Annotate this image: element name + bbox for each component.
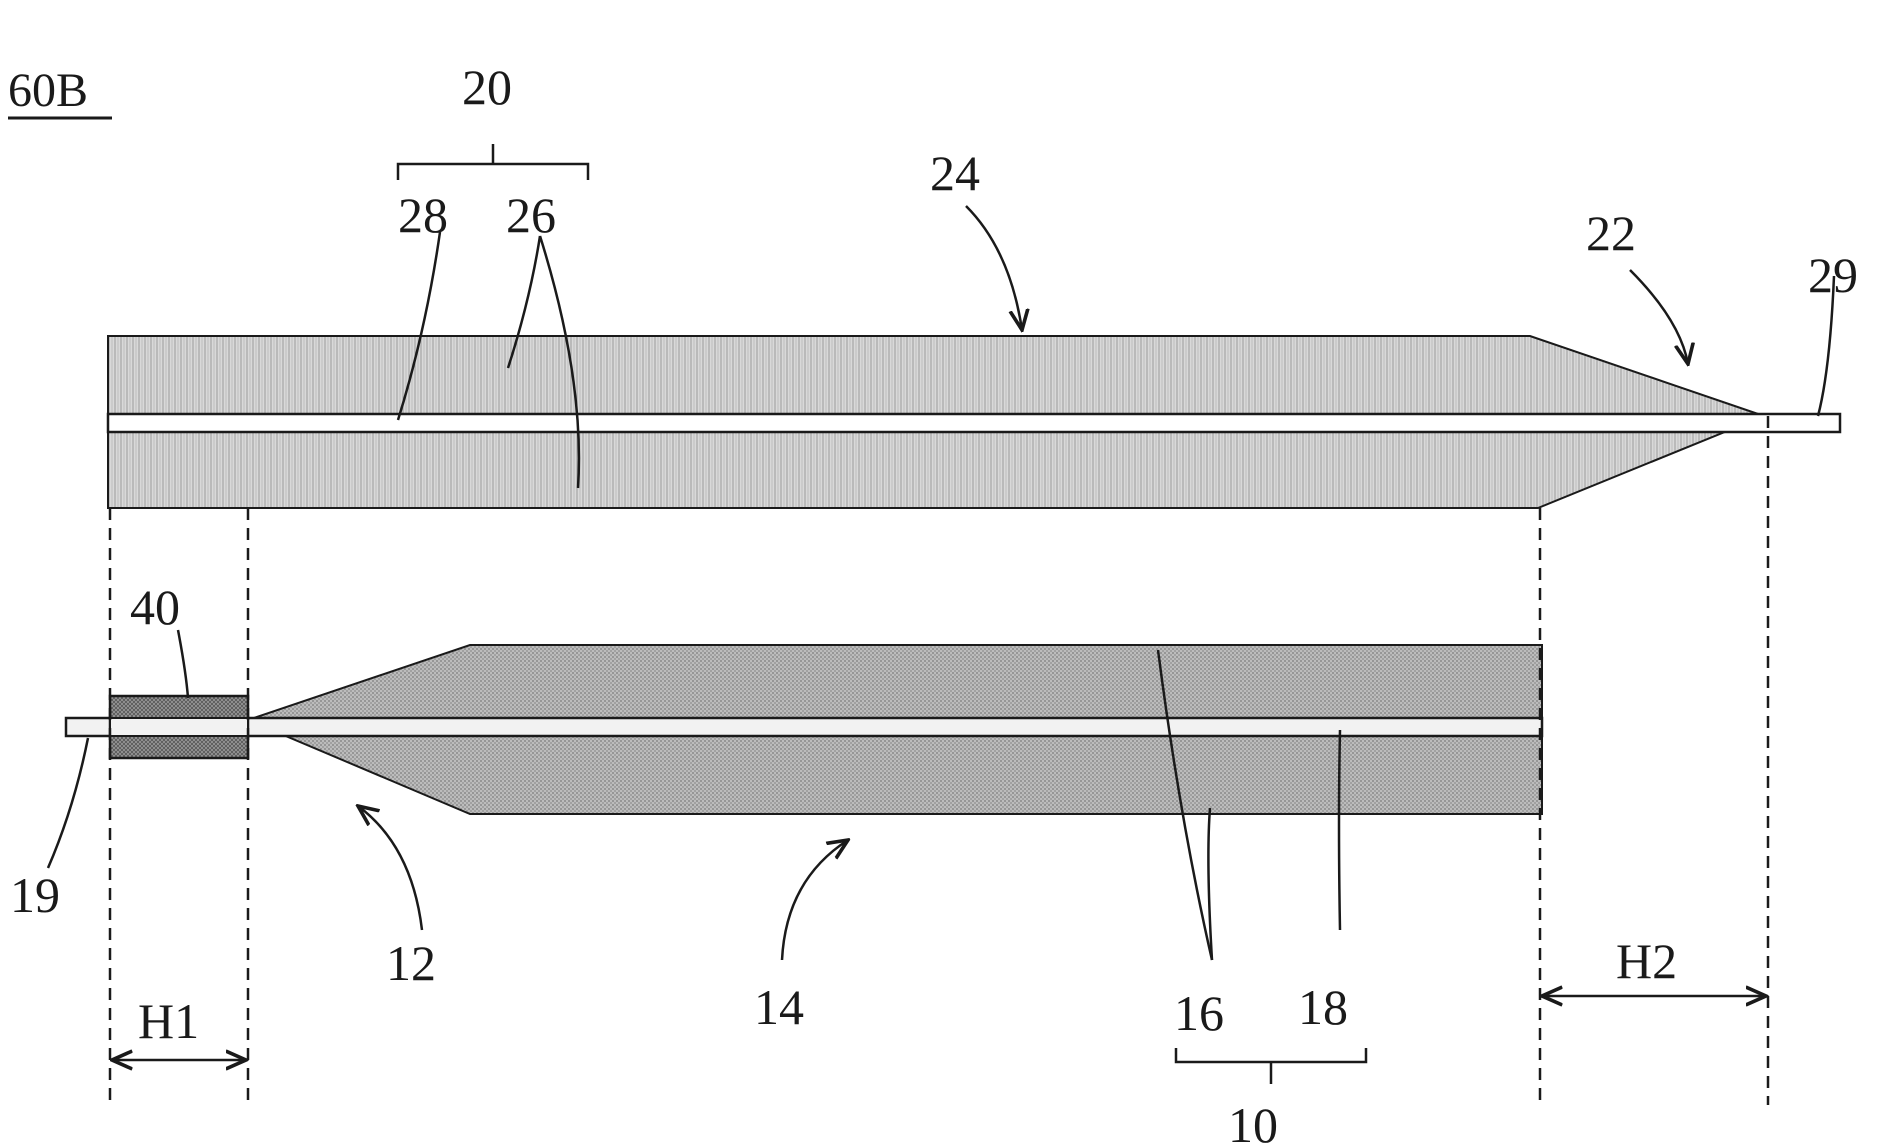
leader-18 bbox=[1339, 730, 1340, 930]
upper-core-wire-28 bbox=[108, 414, 1840, 432]
sleeve-gap bbox=[110, 718, 248, 736]
label-26: 26 bbox=[506, 187, 556, 243]
label-h2: H2 bbox=[1616, 933, 1677, 989]
label-28: 28 bbox=[398, 187, 448, 243]
label-22: 22 bbox=[1586, 205, 1636, 261]
lower-component bbox=[66, 645, 1542, 814]
lower-core-wire-18 bbox=[66, 718, 1542, 736]
brace-20 bbox=[398, 144, 588, 180]
label-16: 16 bbox=[1174, 985, 1224, 1041]
label-h1: H1 bbox=[138, 993, 199, 1049]
leader-40 bbox=[178, 630, 188, 698]
brace-10 bbox=[1176, 1048, 1366, 1084]
leader-lines bbox=[48, 206, 1834, 960]
label-20: 20 bbox=[462, 59, 512, 115]
upper-component bbox=[108, 336, 1840, 508]
label-29: 29 bbox=[1808, 247, 1858, 303]
leader-19 bbox=[48, 738, 88, 868]
figure-label: 60B bbox=[8, 64, 88, 117]
label-14: 14 bbox=[754, 979, 804, 1035]
label-19: 19 bbox=[10, 867, 60, 923]
leader-14 bbox=[782, 840, 848, 960]
label-24: 24 bbox=[930, 145, 980, 201]
leader-12 bbox=[358, 806, 422, 930]
leader-16-a bbox=[1208, 808, 1212, 960]
leader-22 bbox=[1630, 270, 1688, 364]
label-10: 10 bbox=[1228, 1097, 1278, 1147]
label-12: 12 bbox=[386, 935, 436, 991]
label-40: 40 bbox=[130, 579, 180, 635]
leader-24 bbox=[966, 206, 1022, 330]
label-18: 18 bbox=[1298, 979, 1348, 1035]
